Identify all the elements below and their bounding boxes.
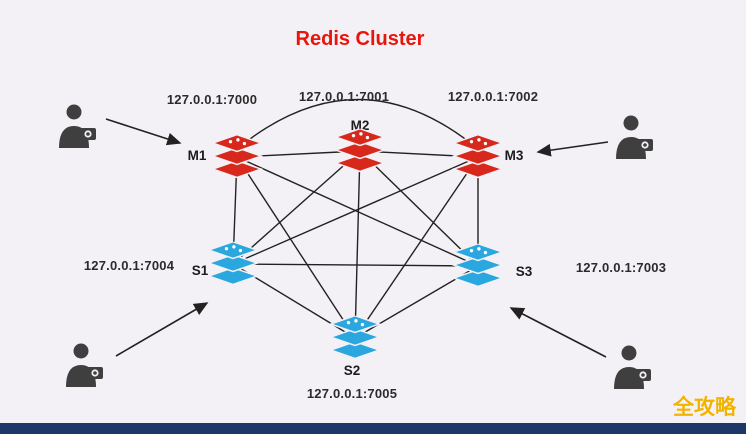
node-address-m2: 127.0.0.1:7001 — [298, 89, 390, 104]
node-label-s1: S1 — [191, 263, 209, 278]
node-address-m3: 127.0.0.1:7002 — [447, 89, 539, 104]
node-label-s3: S3 — [515, 264, 533, 279]
redis-master-m3-icon — [452, 134, 504, 180]
node-label-m3: M3 — [504, 148, 524, 163]
node-address-m1: 127.0.0.1:7000 — [166, 92, 258, 107]
node-label-s2: S2 — [343, 363, 361, 378]
client-user-bottom-left-icon — [65, 343, 105, 387]
node-label-m1: M1 — [187, 148, 207, 163]
node-address-s1: 127.0.0.1:7004 — [83, 258, 175, 273]
client-user-top-left-icon — [58, 104, 98, 148]
node-address-s2: 127.0.0.1:7005 — [306, 386, 398, 401]
redis-slave-s1-icon — [207, 241, 259, 287]
redis-master-m2-icon — [334, 128, 386, 174]
redis-slave-s3-icon — [452, 243, 504, 289]
redis-slave-s2-icon — [329, 315, 381, 361]
node-address-s3: 127.0.0.1:7003 — [575, 260, 667, 275]
watermark-text: 全攻略 — [673, 396, 736, 419]
diagram-title: Redis Cluster — [295, 28, 425, 50]
client-user-top-right-icon — [615, 115, 655, 159]
node-label-m2: M2 — [350, 118, 370, 133]
footer-bar — [0, 423, 746, 434]
client-user-bottom-right-icon — [613, 345, 653, 389]
redis-master-m1-icon — [211, 134, 263, 180]
